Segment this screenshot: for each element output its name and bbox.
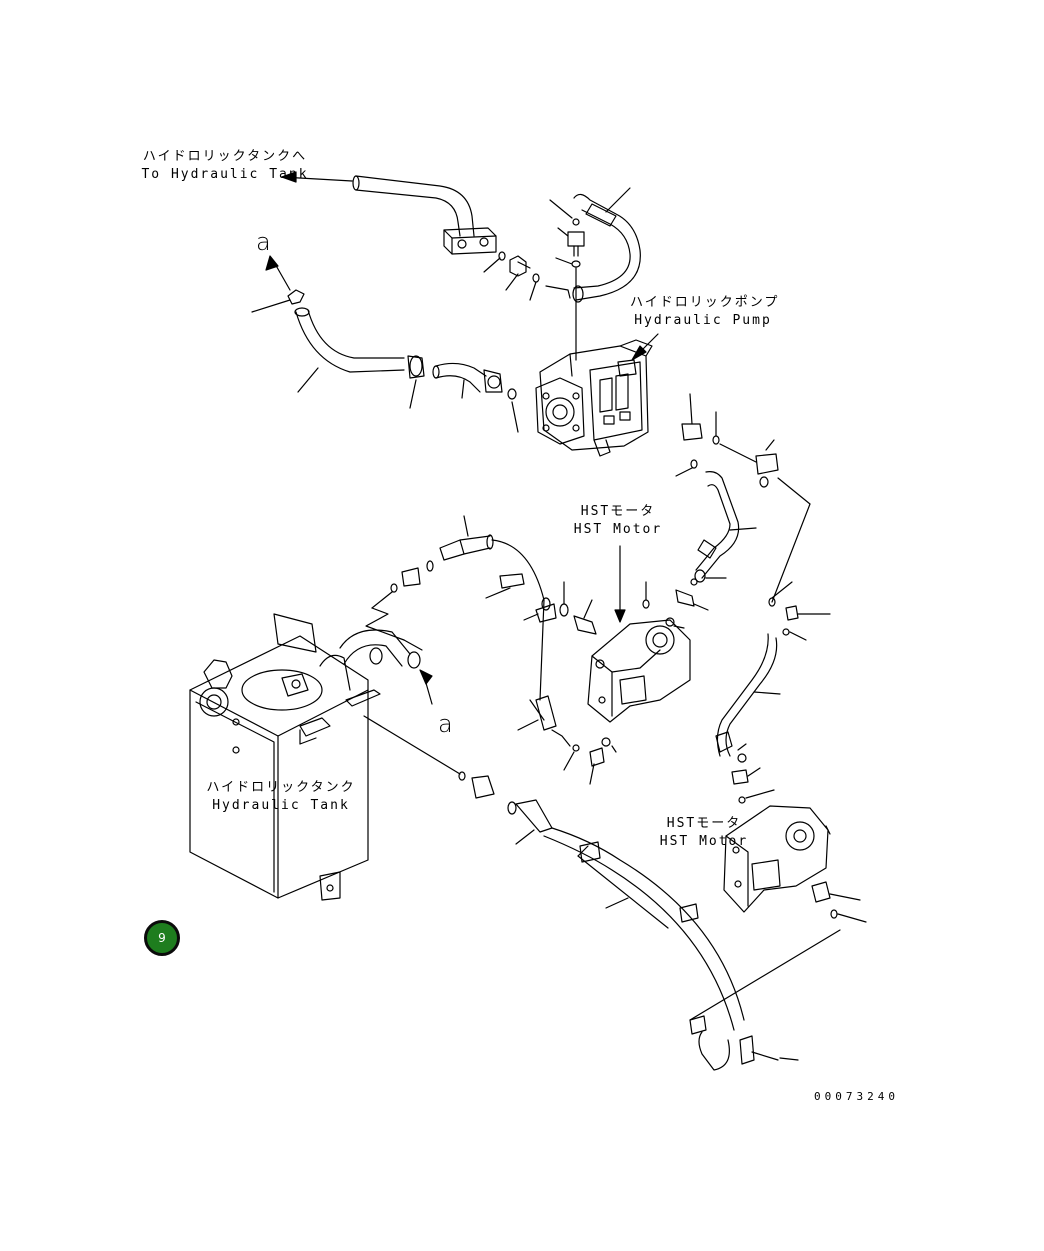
right-hose-2 xyxy=(716,582,830,803)
suction-hose xyxy=(252,256,424,408)
return-block-fitting xyxy=(444,228,496,254)
bolt-and-pin xyxy=(486,574,596,634)
ref-letter-a-top: a xyxy=(256,228,271,256)
hst-motor-label-right-jp: HSTモータ xyxy=(666,816,742,831)
return-oring-connector xyxy=(484,252,539,300)
pump-label-jp: ハイドロリックポンプ xyxy=(630,295,780,310)
tank-top-hose xyxy=(320,630,432,704)
document-number: 00073240 xyxy=(814,1090,899,1103)
to-tank-label-en: To Hydraulic Tank xyxy=(141,167,309,182)
tank-label-en: Hydraulic Tank xyxy=(212,798,350,813)
hydraulic-tank xyxy=(190,614,380,900)
hst-motor-right xyxy=(724,806,866,922)
upper-pump-hose xyxy=(546,188,640,360)
case-drain-hose xyxy=(366,516,579,770)
hst-motor-label-center: HSTモータ HST Motor xyxy=(568,503,668,539)
to-tank-label: ハイドロリックタンクへ To Hydraulic Tank xyxy=(140,148,310,184)
page-badge[interactable]: 9 xyxy=(144,920,180,956)
tank-label: ハイドロリックタンク Hydraulic Tank xyxy=(206,779,356,815)
hst-motor-label-right-en: HST Motor xyxy=(659,834,749,849)
suction-elbow xyxy=(433,363,518,432)
hst-motor-center xyxy=(588,546,690,784)
hydraulic-pump-body xyxy=(536,334,658,456)
hst-motor-label-center-en: HST Motor xyxy=(573,522,663,537)
right-fittings-top xyxy=(676,394,810,602)
pump-label-en: Hydraulic Pump xyxy=(634,313,772,328)
return-hose-to-tank xyxy=(282,172,474,236)
pump-label: ハイドロリックポンプ Hydraulic Pump xyxy=(630,294,780,330)
hst-motor-label-right: HSTモータ HST Motor xyxy=(652,815,756,851)
tank-label-jp: ハイドロリックタンク xyxy=(206,780,356,795)
right-hose-1 xyxy=(643,472,756,610)
ref-letter-a-bottom: a xyxy=(438,710,453,738)
hst-motor-label-center-jp: HSTモータ xyxy=(580,504,656,519)
to-tank-label-jp: ハイドロリックタンクへ xyxy=(142,149,308,164)
lower-hose-assembly xyxy=(364,716,840,1070)
